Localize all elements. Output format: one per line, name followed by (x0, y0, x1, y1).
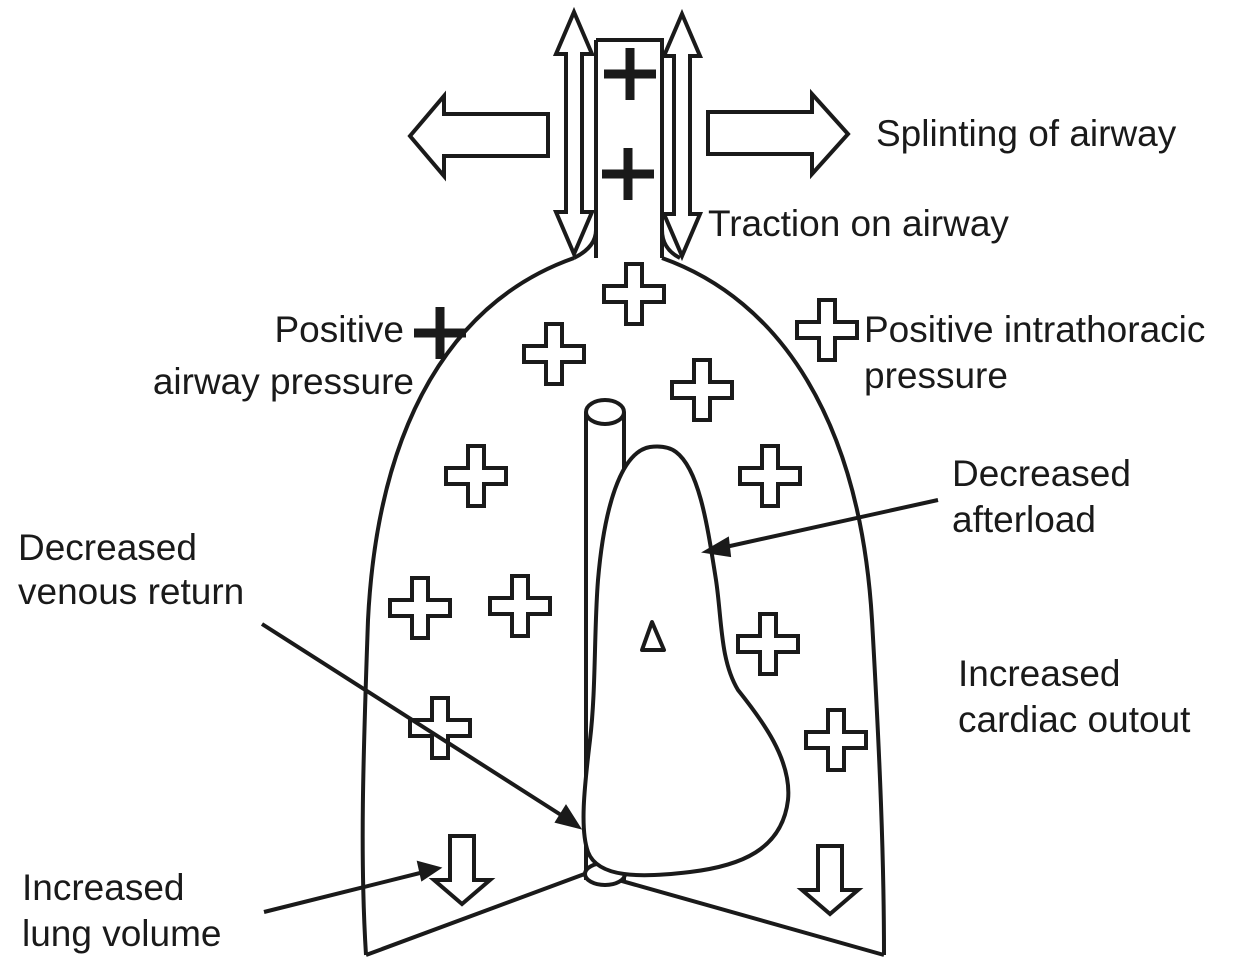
label-increased-lung-1: Increased (22, 866, 185, 910)
label-positive-airway-2: airway pressure (153, 360, 414, 404)
afterload-pointer (704, 500, 938, 556)
outline-plus-sign (797, 300, 857, 360)
label-splinting: Splinting of airway (876, 112, 1176, 156)
outline-plus-sign (490, 576, 550, 636)
label-positive-intrathoracic-2: pressure (864, 354, 1008, 398)
splinting-arrow-right (708, 94, 848, 174)
outline-plus-sign (524, 324, 584, 384)
outline-plus-sign (446, 446, 506, 506)
outline-plus-sign (604, 264, 664, 324)
outline-plus-sign (672, 360, 732, 420)
down-arrow-left (434, 836, 490, 904)
outline-plus-sign (390, 578, 450, 638)
label-positive-airway-1: Positive (274, 308, 404, 352)
label-decreased-afterload-2: afterload (952, 498, 1096, 542)
label-increased-lung-2: lung volume (22, 912, 222, 956)
label-decreased-venous-2: venous return (18, 570, 244, 614)
plus-sign (604, 48, 656, 100)
label-traction: Traction on airway (708, 202, 1009, 246)
plus-sign (602, 148, 654, 200)
heart (584, 447, 789, 876)
outline-plus-sign (740, 446, 800, 506)
venous-return-pointer (262, 624, 580, 828)
splinting-arrow-left (410, 96, 548, 176)
lung-volume-pointer (264, 862, 440, 912)
outline-plus-sign (806, 710, 866, 770)
traction-arrow-right (664, 14, 700, 256)
down-arrow-right (802, 846, 858, 914)
label-increased-cardiac-1: Increased (958, 652, 1121, 696)
label-increased-cardiac-2: cardiac outout (958, 698, 1190, 742)
plus-sign (414, 307, 466, 359)
label-decreased-afterload-1: Decreased (952, 452, 1131, 496)
traction-arrow-left (556, 12, 592, 254)
outline-plus-sign (738, 614, 798, 674)
label-decreased-venous-1: Decreased (18, 526, 197, 570)
label-positive-intrathoracic-1: Positive intrathoracic (864, 308, 1205, 352)
